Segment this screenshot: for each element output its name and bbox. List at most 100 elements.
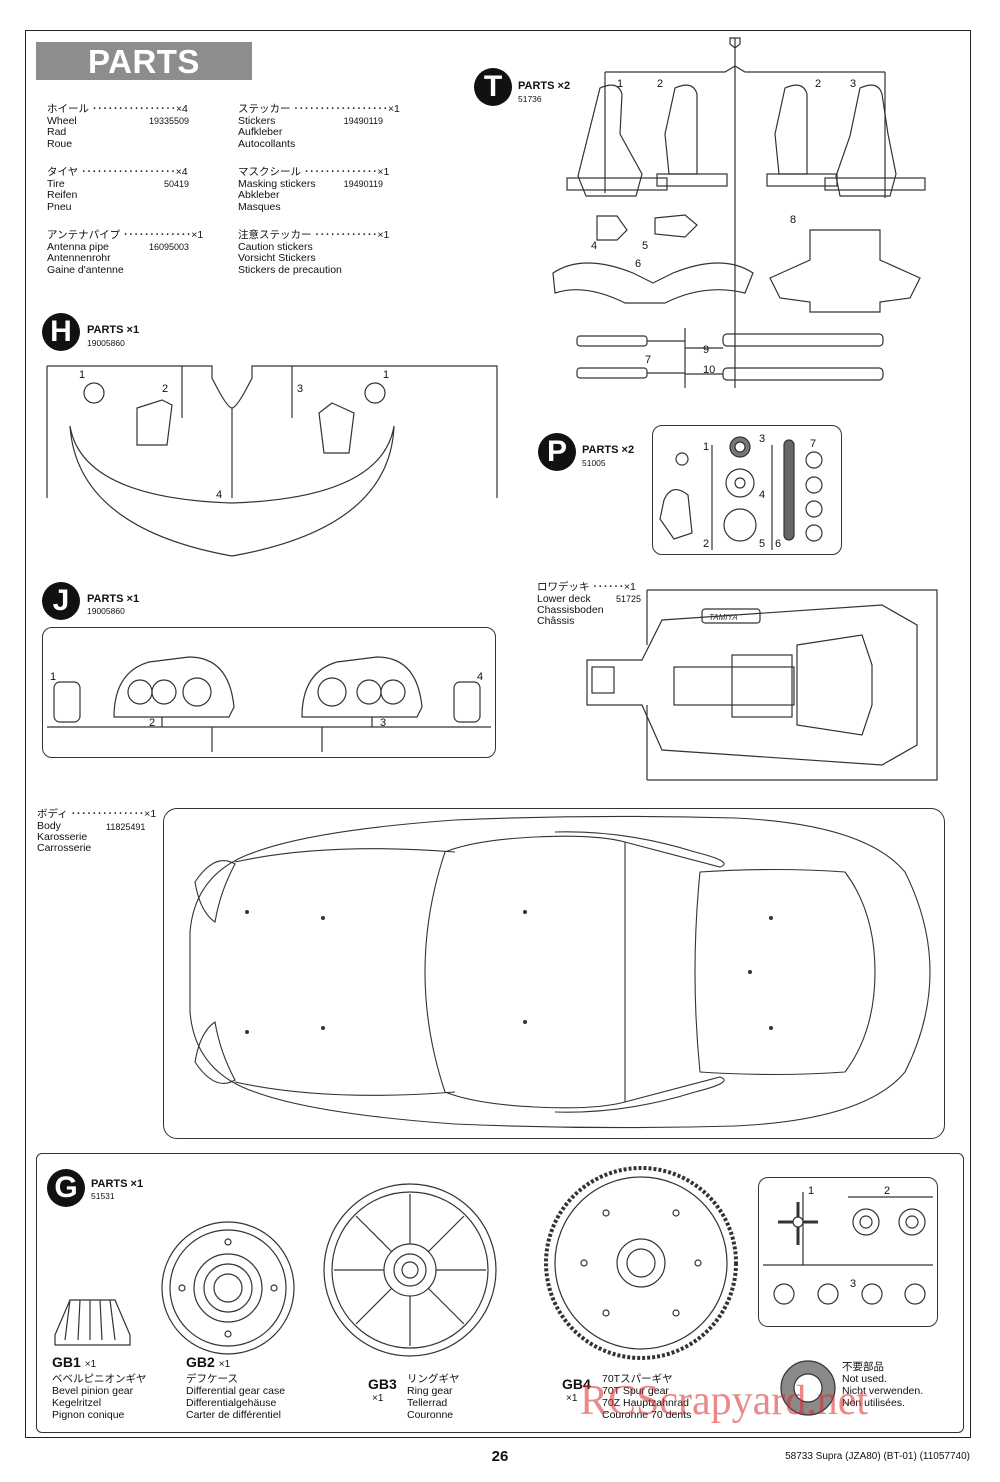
footer-product-code: 58733 Supra (JZA80) (BT-01) (11057740) <box>785 1451 970 1462</box>
sprue-t-num-7: 7 <box>645 354 652 366</box>
sprue-t-num-9: 9 <box>703 344 710 356</box>
lower-deck-drawing: TAMIYA <box>586 589 938 781</box>
differential-case-drawing <box>161 1221 295 1355</box>
body-drawing <box>189 815 931 1129</box>
sprue-t-num-1: 1 <box>617 78 624 90</box>
sprue-g-frame <box>758 1177 938 1327</box>
gb4-qty: ×1 <box>566 1393 578 1404</box>
sprue-p-label: PARTS ×2 <box>582 444 635 456</box>
spur-gear-drawing <box>544 1166 738 1360</box>
gb2-fr: Carter de différentiel <box>186 1409 281 1421</box>
sprue-h-num-1: 1 <box>79 369 86 381</box>
sprue-h-num-2: 2 <box>162 383 169 395</box>
sprue-g-label: PARTS ×1 <box>91 1178 144 1190</box>
sprue-j-frame <box>42 627 496 758</box>
sprue-p-code: 51005 <box>582 458 606 468</box>
gb3-jp: リングギヤ <box>407 1373 460 1385</box>
gb3-fr: Couronne <box>407 1409 454 1421</box>
sprue-j-num-2: 2 <box>149 717 156 729</box>
gb4-fr: Couronne 70 dents <box>602 1409 692 1421</box>
bevel-pinion-gear-drawing <box>54 1299 131 1346</box>
sprue-h-num-4: 4 <box>216 489 223 501</box>
sprue-p-num-4: 4 <box>759 489 766 501</box>
sprue-h-num-3: 3 <box>297 383 304 395</box>
page-border <box>25 30 971 1438</box>
sprue-t-num-8: 8 <box>790 214 797 226</box>
gb3-id: GB3 <box>368 1376 397 1392</box>
sprue-t-num-5: 5 <box>642 240 649 252</box>
sprue-t-code: 51736 <box>518 94 542 104</box>
sprue-g-num-3: 3 <box>850 1278 857 1290</box>
sprue-j-num-1: 1 <box>50 671 57 683</box>
page-title: PARTS <box>88 43 200 80</box>
body-fr: Carrosserie <box>37 842 92 854</box>
lower-deck-code: 51725 <box>616 594 642 604</box>
body-code: 11825491 <box>106 822 146 832</box>
sprue-t-num-3: 3 <box>850 78 857 90</box>
body-frame <box>163 808 945 1139</box>
not-used-fr: Non utilisées. <box>842 1397 906 1409</box>
gb1-jp: ベベルピニオンギヤ <box>52 1373 147 1385</box>
sprue-t-badge: T <box>474 68 512 106</box>
sprue-t-num-6: 6 <box>635 258 642 270</box>
body-de: Karosserie <box>37 831 88 843</box>
body-en: Body <box>37 820 61 832</box>
lower-deck-brand-mark: TAMIYA <box>709 613 738 622</box>
parts-list-item-masking-stickers: マスクシール ･･････････････×1 Masking stickers… <box>238 166 390 213</box>
gb1-id: GB1×1 <box>52 1354 97 1370</box>
sprue-p-num-5: 5 <box>759 538 766 550</box>
lower-deck-jp: ロワデッキ ･･････×1 <box>537 581 636 593</box>
gb3-en: Ring gear <box>407 1385 453 1397</box>
sprue-g-num-1: 1 <box>808 1185 815 1197</box>
gb2-de: Differentialgehäuse <box>186 1397 277 1409</box>
sprue-h-drawing <box>46 365 498 557</box>
page-number: 26 <box>491 1448 509 1465</box>
sprue-t-num-2: 2 <box>657 78 664 90</box>
gear-section-frame <box>36 1153 964 1433</box>
sprue-t-num-4: 4 <box>591 240 598 252</box>
sprue-g-num-2: 2 <box>884 1185 891 1197</box>
gb4-jp: 70Tスパーギヤ <box>602 1373 673 1385</box>
sprue-p-badge: P <box>538 433 576 471</box>
sprue-h-code: 19005860 <box>87 338 125 348</box>
sprue-j-label: PARTS ×1 <box>87 593 140 605</box>
lower-deck-de: Chassisboden <box>537 604 604 616</box>
sprue-p-num-3: 3 <box>759 433 766 445</box>
watermark-logo: RCScrapyard.net <box>580 1378 869 1424</box>
lower-deck-fr: Châssis <box>537 615 575 627</box>
gb2-en: Differential gear case <box>186 1385 286 1397</box>
not-used-de: Nicht verwenden. <box>842 1385 924 1397</box>
gb1-de: Kegelritzel <box>52 1397 102 1409</box>
gb4-en: 70T Spur gear <box>602 1385 669 1397</box>
parts-list-item-caution-stickers: 注意ステッカー ････････････×1 Caution stickers … <box>238 229 390 276</box>
sprue-p-num-1: 1 <box>703 441 710 453</box>
not-used-en: Not used. <box>842 1373 887 1385</box>
sprue-j-num-4: 4 <box>477 671 484 683</box>
not-used-jp: 不要部品 <box>842 1361 884 1373</box>
sprue-t-label: PARTS ×2 <box>518 80 571 92</box>
sprue-g-drawing <box>763 1192 933 1305</box>
sprue-h-label: PARTS ×1 <box>87 324 140 336</box>
sprue-j-code: 19005860 <box>87 606 125 616</box>
sprue-p-drawing <box>659 436 823 550</box>
gb1-fr: Pignon conique <box>52 1409 125 1421</box>
sprue-h-num-1b: 1 <box>383 369 390 381</box>
sprue-p-num-7: 7 <box>810 438 817 450</box>
sprue-t-drawing <box>552 37 926 388</box>
sprue-g-code: 51531 <box>91 1191 115 1201</box>
sprue-g-badge: G <box>47 1169 85 1207</box>
gb3-de: Tellerrad <box>407 1397 448 1409</box>
gb4-de: 70Z Hauptzahnrad <box>602 1397 689 1409</box>
gb2-jp: デフケース <box>186 1373 238 1385</box>
sprue-p-frame <box>652 425 842 555</box>
lower-deck-en: Lower deck <box>537 593 591 605</box>
sprue-j-badge: J <box>42 582 80 620</box>
gb3-qty: ×1 <box>372 1393 384 1404</box>
body-jp: ボディ ･･････････････×1 <box>37 808 157 820</box>
sprue-j-drawing <box>47 656 491 752</box>
